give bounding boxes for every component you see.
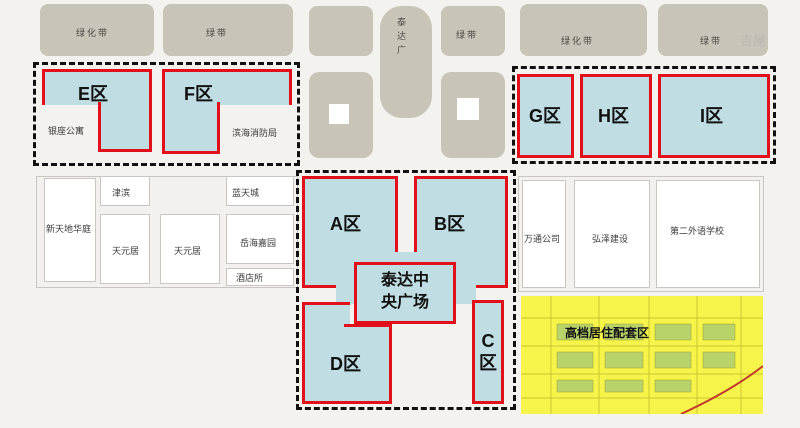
central-block-left-building [329, 104, 349, 124]
greenbelt-label-left: 绿化带 [76, 29, 110, 39]
no2-foreign-school-plot [656, 180, 760, 288]
zone-i-label: I区 [700, 106, 724, 126]
ghi-district-boundary [512, 66, 776, 164]
central-block-right-building [457, 98, 479, 120]
top-block-a [309, 6, 373, 56]
residential-support-area[interactable]: 高档居住配套区 [521, 296, 763, 414]
zone-c-label: C区 [479, 331, 497, 373]
yuehai-garden-label: 岳海嘉园 [240, 239, 277, 249]
zone-d-label: D区 [330, 354, 361, 374]
zone-e-joint [101, 100, 149, 106]
zone-f-lower[interactable] [162, 102, 220, 154]
taida-square-block [380, 6, 432, 118]
jin-condo-label: 银座公寓 [48, 127, 85, 137]
tianyuan-label-a: 天元居 [112, 247, 140, 257]
new-tiandi-garden-label: 新天地华庭 [46, 225, 92, 235]
zone-a-label: A区 [330, 214, 361, 234]
hotel-label: 酒店所 [236, 274, 264, 284]
tianyuan-plot-b [160, 214, 220, 284]
zone-i[interactable] [658, 74, 770, 158]
zone-h-label: H区 [598, 106, 629, 126]
greenbelt-block-right-b [520, 4, 647, 56]
greenbelt-label-mid: 绿带 [206, 29, 229, 39]
residential-label: 高档居住配套区 [565, 326, 650, 340]
blue-sky-city-plot [226, 176, 294, 206]
tianyuan-label-b: 天元居 [174, 247, 202, 257]
greenbelt-block-mid [163, 4, 293, 56]
zone-f-joint [165, 100, 217, 106]
zone-d-joint [342, 327, 350, 401]
zone-e-label: E区 [78, 84, 109, 104]
top-block-b [441, 6, 505, 56]
zone-e[interactable] [42, 69, 152, 105]
hotel-plot [226, 268, 294, 286]
zone-g[interactable] [517, 74, 574, 158]
zone-f[interactable] [162, 69, 292, 105]
abcd-district-boundary [296, 170, 516, 410]
yuehai-garden-plot [226, 214, 294, 264]
no2-foreign-school-label: 第二外语学校 [670, 227, 725, 237]
taida-central-plaza[interactable] [354, 262, 456, 324]
zone-b-label: B区 [434, 214, 465, 234]
zone-f-label: F区 [184, 84, 213, 104]
zone-g-label: G区 [529, 106, 562, 126]
zone-h[interactable] [580, 74, 652, 158]
hongze-building-plot [574, 180, 650, 288]
tianyuan-plot-a [100, 214, 150, 284]
fire-station-label: 滨海消防局 [232, 129, 278, 139]
ef-district-boundary [33, 62, 300, 166]
watermark: 吉屋 [740, 34, 767, 49]
greenbelt-label-right-b: 绿化带 [561, 37, 595, 47]
zone-c[interactable] [472, 300, 504, 404]
residential-road-grid [521, 296, 763, 414]
jinbin-plot [100, 176, 150, 206]
hongze-building-label: 弘泽建设 [592, 235, 629, 245]
plaza-label-line1: 泰达中 [380, 270, 429, 289]
greenbelt-block-left [40, 4, 154, 56]
greenbelt-label-right-a: 绿带 [456, 31, 479, 41]
taida-square-label: 泰达广 [397, 18, 409, 56]
jinbin-label: 津滨 [112, 189, 131, 199]
wantong-company-plot [522, 180, 566, 288]
zone-d-right[interactable] [344, 324, 392, 404]
greenbelt-block-right-c [658, 4, 768, 56]
wantong-company-label: 万通公司 [524, 235, 561, 245]
greenbelt-label-right-c: 绿带 [700, 37, 723, 47]
plaza-label-line2: 央广场 [380, 292, 429, 311]
new-tiandi-garden-plot [44, 178, 96, 282]
zone-e-lower[interactable] [98, 102, 152, 152]
blue-sky-city-label: 蓝天城 [232, 189, 260, 199]
